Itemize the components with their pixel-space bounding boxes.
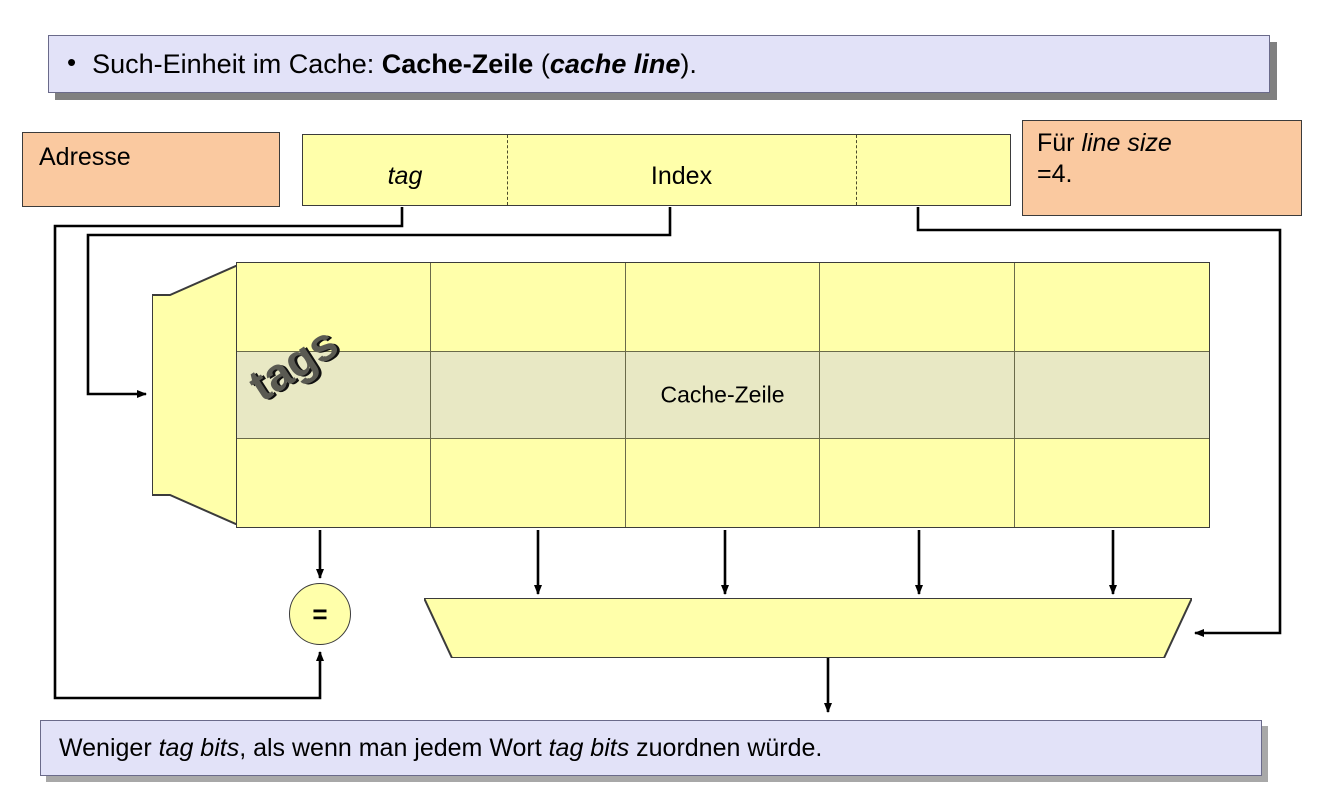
- caption-part-1: Weniger: [59, 733, 159, 762]
- cache-row-0: [237, 263, 1209, 351]
- address-divider-2: [856, 135, 857, 205]
- address-field-tag-label: tag: [387, 161, 423, 190]
- comparator-label: =: [312, 598, 328, 629]
- banner-text-bold-italic: cache line: [549, 48, 681, 79]
- caption-text: Weniger tag bits, als wenn man jedem Wor…: [59, 734, 822, 763]
- line-size-suffix: =4.: [1037, 160, 1073, 189]
- banner-paren-open: (: [533, 48, 550, 79]
- address-field-index: Index: [507, 135, 856, 205]
- caption-part-3: zuordnen würde.: [629, 733, 823, 762]
- line-size-italic: line size: [1081, 129, 1172, 157]
- address-label-box: Adresse: [22, 132, 280, 207]
- address-field-bar: tag Index: [302, 134, 1011, 206]
- address-field-tag: tag: [303, 135, 507, 205]
- cache-cell-2-4: [1015, 439, 1209, 527]
- cache-cell-1-0: [237, 352, 432, 438]
- cache-cell-0-0: [237, 263, 432, 351]
- banner-text: Such-Einheit im Cache: Cache-Zeile (cach…: [92, 49, 697, 80]
- slide-banner: • Such-Einheit im Cache: Cache-Zeile (ca…: [48, 35, 1270, 93]
- decoder-shape: [152, 265, 238, 525]
- address-divider-1: [507, 135, 508, 205]
- banner-text-prefix: Such-Einheit im Cache:: [92, 48, 382, 79]
- line-size-note-box: Für line size =4.: [1022, 120, 1302, 216]
- comparator-equals: =: [289, 583, 351, 645]
- cache-row-1-highlighted: Cache-Zeile: [237, 351, 1209, 439]
- cache-row-2: [237, 439, 1209, 527]
- caption-italic-1: tag bits: [158, 733, 240, 762]
- caption-part-2: , als wenn man jedem Wort: [239, 733, 549, 762]
- cache-line-label: Cache-Zeile: [660, 381, 785, 408]
- cache-array-grid: Cache-Zeile: [236, 262, 1210, 528]
- cache-cell-0-2: [626, 263, 821, 351]
- multiplexer-shape: [424, 598, 1192, 658]
- cache-cell-2-1: [431, 439, 626, 527]
- cache-cell-1-3: [820, 352, 1015, 438]
- bullet-icon: •: [67, 47, 77, 77]
- line-size-prefix: Für: [1037, 129, 1082, 157]
- bottom-caption-banner: Weniger tag bits, als wenn man jedem Wor…: [40, 720, 1262, 776]
- cache-cell-1-2: Cache-Zeile: [626, 352, 821, 438]
- cache-cell-0-4: [1015, 263, 1209, 351]
- banner-text-bold: Cache-Zeile: [381, 48, 534, 79]
- address-field-offset: [856, 135, 1012, 205]
- cache-cell-0-1: [431, 263, 626, 351]
- cache-cell-2-2: [626, 439, 821, 527]
- cache-cell-2-3: [820, 439, 1015, 527]
- cache-cell-0-3: [820, 263, 1015, 351]
- caption-italic-2: tag bits: [548, 733, 630, 762]
- cache-cell-1-1: [431, 352, 626, 438]
- address-field-index-label: Index: [650, 161, 713, 190]
- cache-cell-1-4: [1015, 352, 1209, 438]
- banner-paren-close: ).: [680, 48, 697, 79]
- cache-cell-2-0: [237, 439, 432, 527]
- address-label-text: Adresse: [39, 143, 131, 171]
